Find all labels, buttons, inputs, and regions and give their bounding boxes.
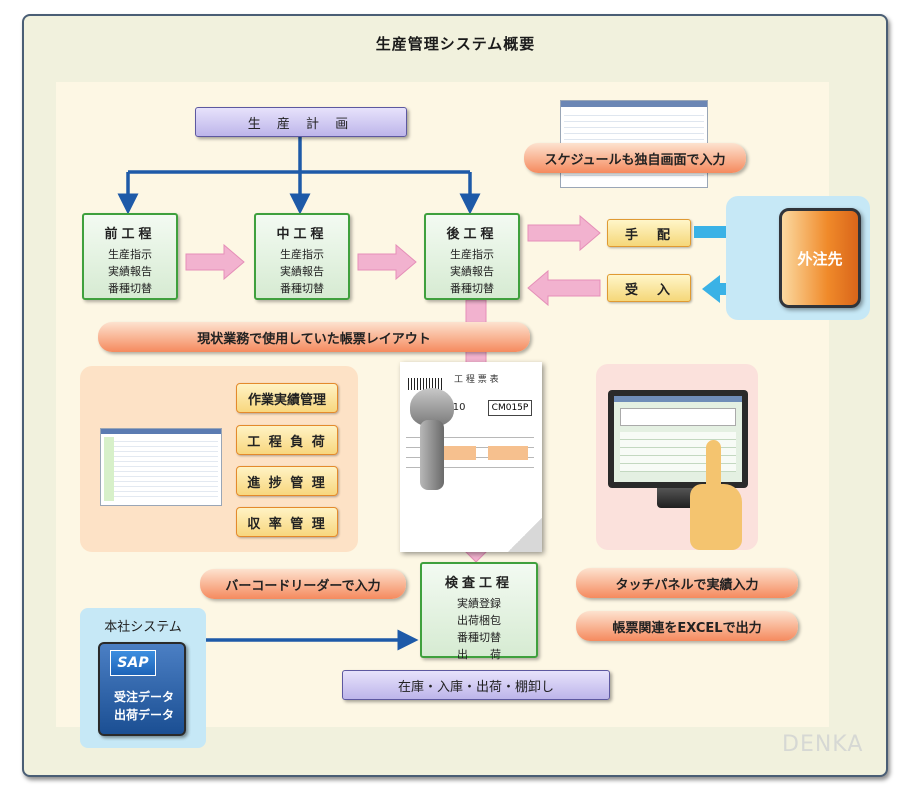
paper-form-title: 工 程 票 表	[454, 375, 499, 385]
touch-input-label: タッチパネルで実績入力	[576, 568, 798, 598]
form-layout-label: 現状業務で使用していた帳票レイアウト	[98, 322, 530, 352]
inspection-line: 出荷梱包	[457, 614, 501, 627]
diagram-title: 生産管理システム概要	[375, 35, 536, 53]
mid-process-box: 中工程 生産指示 実績報告 番種切替	[254, 213, 350, 300]
barcode-scanner-handle	[420, 420, 444, 490]
pre-process-heading: 前工程	[104, 227, 156, 242]
function-yield: 収 率 管 理	[236, 507, 338, 537]
post-process-line: 生産指示	[450, 248, 494, 261]
barcode	[408, 378, 442, 390]
function-process-load: 工 程 負 荷	[236, 425, 338, 455]
post-process-line: 実績報告	[450, 265, 494, 278]
subcontractor-box: 外注先	[779, 208, 861, 308]
hq-system-title: 本社システム	[104, 620, 182, 635]
receive-box: 受 入	[607, 274, 691, 302]
inspection-line: 番種切替	[457, 631, 501, 644]
hq-line: 受注データ	[113, 690, 174, 704]
post-process-heading: 後工程	[446, 227, 498, 242]
monitor-stand	[657, 488, 699, 508]
post-process-box: 後工程 生産指示 実績報告 番種切替	[424, 213, 520, 300]
page-curl	[508, 518, 542, 552]
schedule-input-label: スケジュールも独自画面で入力	[524, 143, 746, 173]
hq-line: 出荷データ	[113, 708, 174, 722]
management-screenshot	[100, 428, 222, 506]
pink-arrow-receive-to-post	[527, 269, 601, 307]
mid-process-heading: 中工程	[276, 227, 328, 242]
pre-process-line: 生産指示	[108, 248, 152, 261]
inspection-line: 実績登録	[457, 597, 501, 610]
mid-process-line: 生産指示	[280, 248, 324, 261]
sap-logo: SAP	[110, 650, 156, 676]
pre-process-line: 実績報告	[108, 265, 152, 278]
pink-arrow-mid-to-post	[357, 243, 417, 281]
mid-process-line: 実績報告	[280, 265, 324, 278]
sap-box: SAP 受注データ 出荷データ	[98, 642, 186, 736]
inspection-process-box: 検査工程 実績登録 出荷梱包 番種切替 出 荷	[420, 562, 538, 661]
function-progress: 進 捗 管 理	[236, 466, 338, 496]
excel-output-label: 帳票関連をEXCELで出力	[576, 611, 798, 641]
inspection-line: 出 荷	[457, 648, 501, 661]
pink-arrow-post-to-arrange	[527, 214, 601, 252]
pink-arrow-pre-to-mid	[185, 243, 245, 281]
arrange-box: 手 配	[607, 219, 691, 247]
pre-process-box: 前工程 生産指示 実績報告 番種切替	[82, 213, 178, 300]
pre-process-line: 番種切替	[108, 282, 152, 295]
mid-process-line: 番種切替	[280, 282, 324, 295]
barcode-input-label: バーコードリーダーで入力	[200, 569, 406, 599]
function-work-results: 作業実績管理	[236, 383, 338, 413]
production-plan-box: 生 産 計 画	[195, 107, 407, 137]
brand-logo: DENKA	[782, 732, 864, 757]
post-process-line: 番種切替	[450, 282, 494, 295]
pointing-hand-icon	[688, 440, 744, 556]
inspection-heading: 検査工程	[444, 576, 513, 591]
barcode-scanner-icon	[410, 388, 454, 426]
stock-operations-box: 在庫・入庫・出荷・棚卸し	[342, 670, 610, 700]
paper-form-code-right: CM015P	[488, 400, 532, 416]
